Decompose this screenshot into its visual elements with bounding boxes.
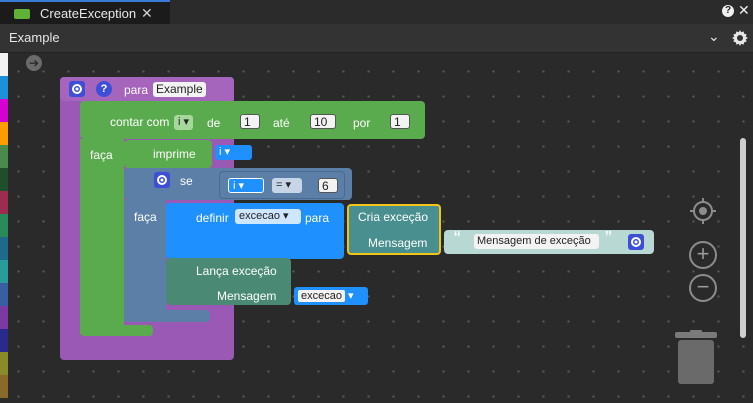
palette-category-1[interactable]: [0, 76, 8, 99]
palette-category-9[interactable]: [0, 260, 8, 283]
palette-category-10[interactable]: [0, 283, 8, 306]
open-quote: “: [454, 228, 461, 250]
if-bottom: [124, 310, 210, 322]
operator-dropdown[interactable]: = ▾: [272, 178, 302, 193]
vertical-scrollbar[interactable]: [740, 138, 746, 338]
loop-from-label: de: [207, 116, 221, 130]
throw-var-dropdown[interactable]: excecao ▾: [294, 287, 368, 305]
arrow-icon[interactable]: ➔: [26, 55, 42, 71]
loop-by-label: por: [353, 116, 371, 130]
workspace-header: Example ⌄: [0, 24, 753, 53]
palette-category-2[interactable]: [0, 99, 8, 122]
tab-create-exception[interactable]: CreateException ✕: [0, 0, 170, 24]
palette-category-5[interactable]: [0, 168, 8, 191]
loop-to-label: até: [273, 116, 290, 130]
loop-bottom: [80, 325, 153, 336]
throw-message-label: Mensagem: [217, 289, 277, 303]
create-exception-message-label: Mensagem: [368, 236, 428, 250]
gear-icon[interactable]: [69, 81, 85, 97]
palette-category-3[interactable]: [0, 122, 8, 145]
set-to-label: para: [305, 211, 330, 225]
help-icon[interactable]: ?: [722, 5, 734, 17]
palette-category-11[interactable]: [0, 306, 8, 329]
trash-icon[interactable]: [673, 330, 719, 391]
create-exception-block[interactable]: [347, 204, 441, 255]
if-do-label: faça: [134, 210, 157, 224]
target-icon[interactable]: [689, 197, 717, 230]
tab-title: CreateException: [40, 6, 137, 21]
print-label: imprime: [153, 147, 196, 161]
gear-icon[interactable]: [732, 30, 748, 51]
loop-by-field[interactable]: 1: [390, 114, 410, 129]
loop-var-dropdown[interactable]: i ▾: [174, 115, 194, 130]
palette-category-0[interactable]: [0, 53, 8, 76]
zoom-out-icon[interactable]: −: [689, 274, 717, 302]
loop-label: contar com: [110, 115, 170, 129]
throw-exception-block[interactable]: [166, 258, 291, 305]
category-palette[interactable]: [0, 53, 8, 403]
loop-body-left: [80, 139, 124, 334]
close-icon[interactable]: ✕: [738, 2, 750, 18]
function-name-field[interactable]: Example: [153, 82, 206, 97]
chevron-down-icon[interactable]: ⌄: [708, 28, 720, 44]
gear-icon[interactable]: [154, 172, 170, 188]
set-var-dropdown[interactable]: excecao ▾: [235, 209, 301, 224]
close-quote: ”: [605, 228, 612, 250]
palette-category-13[interactable]: [0, 352, 8, 375]
blocks-icon: [14, 9, 30, 19]
throw-label: Lança exceção: [196, 264, 277, 278]
set-label: definir: [196, 211, 229, 225]
palette-category-14[interactable]: [0, 375, 8, 398]
tab-bar: CreateException ✕ ? ✕: [0, 0, 753, 24]
if-var-dropdown[interactable]: i ▾: [228, 178, 264, 193]
if-body-left: [124, 200, 166, 321]
loop-from-field[interactable]: 1: [240, 114, 260, 129]
if-label: se: [180, 174, 193, 188]
gear-icon[interactable]: [628, 234, 644, 250]
zoom-in-icon[interactable]: +: [689, 241, 717, 269]
if-right-field[interactable]: 6: [318, 178, 338, 193]
palette-category-6[interactable]: [0, 191, 8, 214]
palette-category-7[interactable]: [0, 214, 8, 237]
workspace-title: Example: [9, 30, 60, 45]
help-icon[interactable]: ?: [96, 81, 112, 97]
loop-to-field[interactable]: 10: [310, 114, 336, 129]
print-block[interactable]: [124, 140, 212, 168]
message-text-field[interactable]: Mensagem de exceção: [474, 234, 599, 249]
close-tab-icon[interactable]: ✕: [141, 5, 153, 21]
print-var-dropdown[interactable]: i ▾: [215, 145, 252, 160]
create-exception-label: Cria exceção: [358, 210, 429, 224]
palette-category-12[interactable]: [0, 329, 8, 352]
palette-category-4[interactable]: [0, 145, 8, 168]
loop-do-label: faça: [90, 148, 113, 162]
function-keyword: para: [124, 83, 149, 97]
palette-category-8[interactable]: [0, 237, 8, 260]
